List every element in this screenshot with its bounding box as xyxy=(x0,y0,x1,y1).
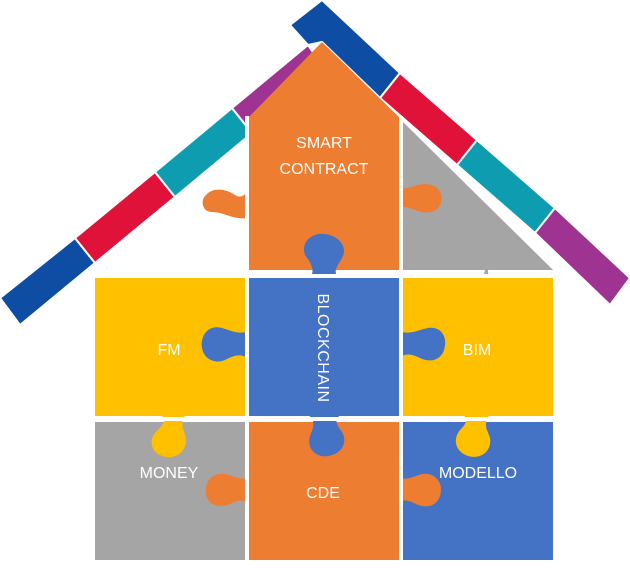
cde-knob-left xyxy=(205,473,251,506)
blockchain-knob-top xyxy=(304,233,345,280)
roof-segment-purple-right xyxy=(533,206,630,307)
label-bim: BIM xyxy=(463,342,491,359)
label-money: MONEY xyxy=(140,465,199,482)
label-smart-contract-line1: SMART xyxy=(296,135,352,152)
label-fm: FM xyxy=(157,342,180,359)
label-cde: CDE xyxy=(306,485,340,502)
blockchain-knob-bottom xyxy=(307,414,345,457)
bim-knob-bottom xyxy=(455,414,491,457)
blockchain-knob-right xyxy=(397,327,446,361)
puzzle-piece-blockchain xyxy=(249,278,399,416)
smart-contract-knob-right xyxy=(400,184,442,213)
puzzle-seams xyxy=(95,116,553,560)
puzzle-piece-smart-contract xyxy=(202,42,400,270)
label-modello: MODELLO xyxy=(439,465,517,482)
label-blockchain: BLOCKCHAIN xyxy=(314,293,331,402)
blockchain-knob-left xyxy=(201,327,251,362)
cde-knob-right xyxy=(397,473,442,507)
roof-segment-teal-left xyxy=(153,106,254,199)
bim-knob-top xyxy=(457,274,497,313)
roof xyxy=(0,0,630,327)
roof-segment-blue-left-bottom xyxy=(0,236,97,327)
puzzle-piece-roof-gray-body xyxy=(402,122,553,270)
roof-segment-red-left xyxy=(73,170,177,265)
label-smart-contract-line2: CONTRACT xyxy=(280,161,369,178)
fm-knob-bottom xyxy=(151,414,186,458)
